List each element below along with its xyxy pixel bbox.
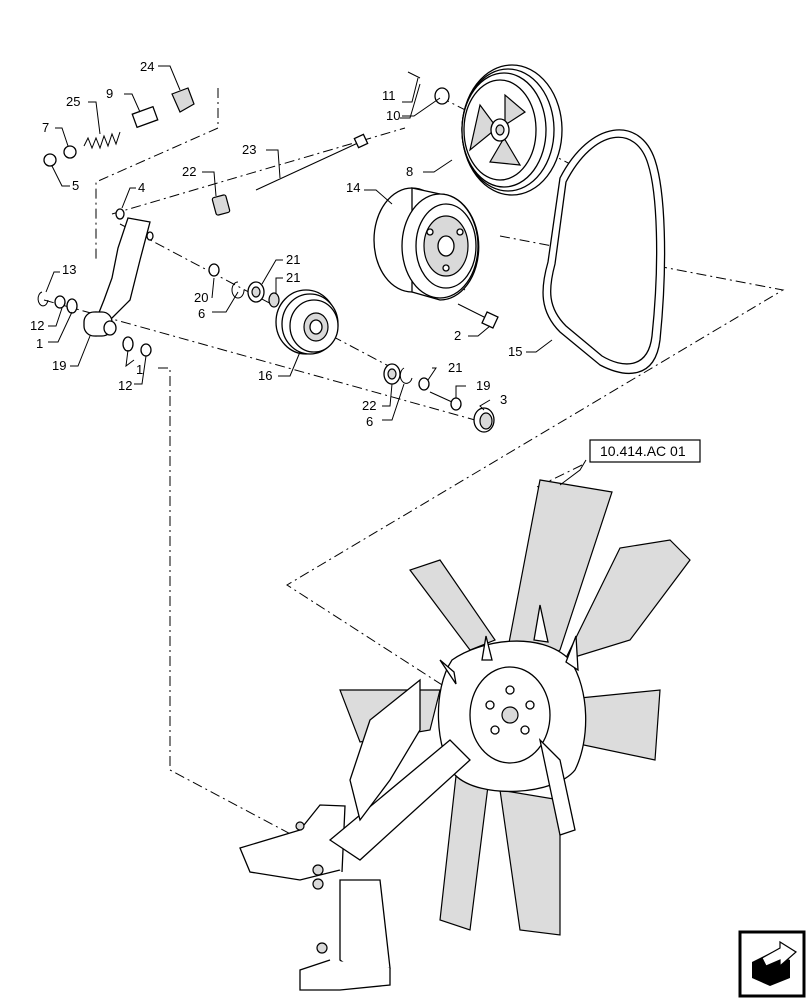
callout-5: 5 [72,178,79,193]
callout-24: 24 [140,59,154,74]
callout-7: 7 [42,120,49,135]
callout-13: 13 [62,262,76,277]
callout-17: 19 [52,358,66,373]
callout-1-lower: 1 [136,362,143,377]
callout-19-lower: 21 [448,360,462,375]
bushing-1-upper [66,298,78,314]
snap-ring-6-upper [231,281,245,299]
drive-belt [542,129,666,374]
cap-3 [473,407,495,433]
callout-1-upper: 1 [36,336,43,351]
bolt-2 [457,303,499,329]
reference-link[interactable]: 10.414.AC 01 [589,439,701,463]
leader-lines [45,65,587,486]
bushing-1-lower [122,336,134,352]
callout-4: 4 [138,180,145,195]
callout-12-lower: 12 [118,378,132,393]
callout-19-upper: 20 [194,290,208,305]
pulley-8 [461,64,563,196]
bracket-24 [171,87,195,113]
callout-2: 2 [454,328,461,343]
mounting-frame [239,678,576,991]
callout-6-lower: 6 [366,414,373,429]
bearing-21-lower [383,363,401,385]
next-page-arrow-icon[interactable] [738,930,806,998]
callout-25: 25 [66,94,80,109]
snap-ring-6-lower [399,367,413,384]
bolt-10 [407,71,421,79]
washer-7 [63,145,77,159]
callout-14: 14 [346,180,360,195]
callout-11: 9 [106,86,113,101]
callout-21-lower: 22 [362,398,376,413]
washer-19-upper [208,263,220,277]
callout-22: 22 [182,164,196,179]
block-22 [211,194,231,216]
callout-20: 21 [286,270,300,285]
nut-5 [43,153,57,167]
washer-12-lower [140,343,152,357]
callout-labels: 24 25 9 7 5 23 22 4 13 12 1 19 1 12 20 6… [30,59,522,429]
spring-25 [83,131,121,150]
washer-9 [434,87,450,105]
plate-11 [131,105,159,129]
bearing-21-upper [247,281,265,303]
tensioner-arm-17 [83,208,154,337]
callout-8: 8 [406,164,413,179]
callout-16: 16 [258,368,272,383]
bolt-23 [255,133,369,191]
callout-6-upper: 6 [198,306,205,321]
callout-9: 10 [386,108,400,123]
snap-ring-13 [37,291,49,307]
callout-12-upper: 12 [30,318,44,333]
callout-23: 23 [242,142,256,157]
washer-19-lower [418,377,430,391]
reference-label[interactable]: 10.414.AC 01 [600,443,686,459]
callout-15: 15 [508,344,522,359]
callout-21-upper: 21 [286,252,300,267]
pulley-16 [275,289,339,355]
callout-10: 11 [382,88,396,103]
callout-18: 19 [476,378,490,393]
washer-12-upper [54,295,66,309]
callout-3: 3 [500,392,507,407]
spacer-20 [268,292,280,308]
pulley-14 [373,187,480,301]
